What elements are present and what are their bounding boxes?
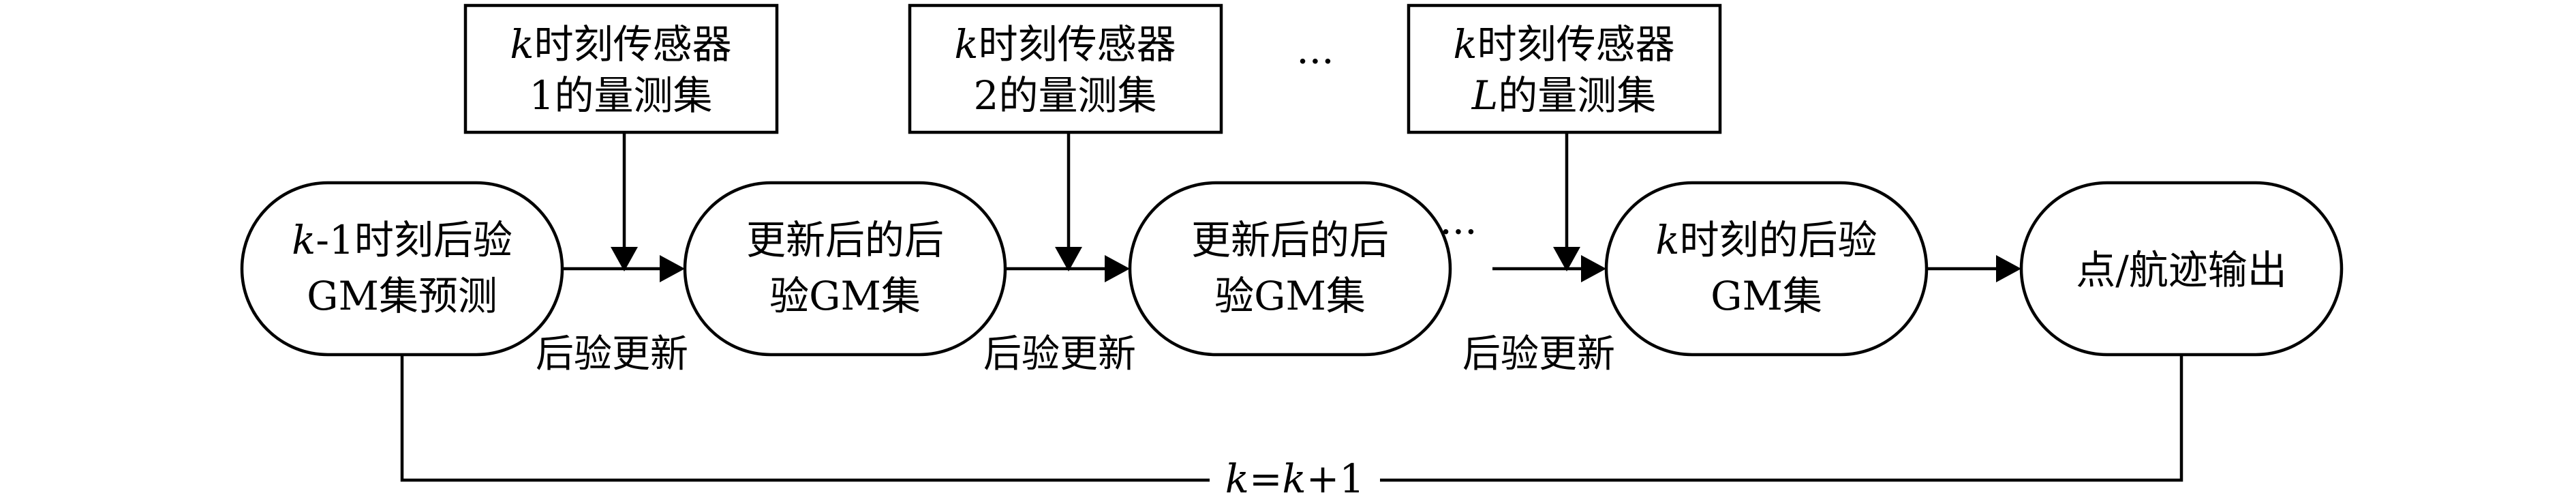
- sensor-2-title: 时刻传感器: [979, 21, 1176, 68]
- feedback-loop: [400, 355, 2183, 482]
- updated-2-line2: 验GM集: [1214, 273, 1366, 319]
- posterior-line1: 时刻的后验: [1680, 217, 1877, 263]
- sensor-1-title: 时刻传感器: [534, 21, 732, 68]
- prediction-time-var: k: [292, 217, 316, 263]
- sensor-2-subtitle: 2的量测集: [974, 72, 1157, 119]
- feedback-label: k=k+1: [1225, 456, 1364, 502]
- updated-1-line1: 更新后的后: [746, 217, 944, 263]
- sensor-arrow-L: [1553, 132, 1580, 271]
- sensor-1-time-var: k: [510, 21, 534, 68]
- svg-text:k时刻传感器: k时刻传感器: [1453, 21, 1674, 68]
- node-posterior: k时刻的后验 GM集: [1604, 181, 1929, 357]
- feedback-rhs-rest: +1: [1306, 456, 1365, 502]
- sensor-L-subtitle: 的量测集: [1498, 72, 1656, 119]
- sensor-L-time-var: k: [1453, 21, 1477, 68]
- svg-text:k时刻的后验: k时刻的后验: [1655, 217, 1877, 263]
- sensor-arrow-1: [611, 132, 638, 271]
- node-output: 点/航迹输出: [2019, 181, 2344, 357]
- flow-arrow-2: [1005, 255, 1130, 282]
- sensor-box-2: k时刻传感器 2的量测集: [908, 3, 1223, 134]
- prediction-line2: GM集预测: [307, 273, 497, 319]
- chain-ellipsis: ···: [1439, 209, 1477, 255]
- node-prediction: k-1时刻后验 GM集预测: [240, 181, 564, 357]
- svg-text:k时刻传感器: k时刻传感器: [510, 21, 731, 68]
- feedback-rhs-var: k: [1283, 456, 1306, 502]
- svg-text:L的量测集: L的量测集: [1471, 72, 1657, 119]
- feedback-eq: =: [1249, 456, 1283, 502]
- feedback-lhs: k: [1225, 456, 1249, 502]
- updated-1-line2: 验GM集: [769, 273, 921, 319]
- edge-label-update-1: 后验更新: [536, 332, 688, 376]
- updated-2-line1: 更新后的后: [1191, 217, 1389, 263]
- sensor-L-title: 时刻传感器: [1477, 21, 1675, 68]
- svg-text:k时刻传感器: k时刻传感器: [954, 21, 1176, 68]
- posterior-time-var: k: [1655, 217, 1679, 263]
- sensor-box-L: k时刻传感器 L的量测集: [1407, 3, 1722, 134]
- edge-label-update-3: 后验更新: [1462, 332, 1615, 376]
- sensor-L-index-var: L: [1471, 72, 1499, 119]
- flow-arrow-4: [1927, 255, 2021, 282]
- node-updated-1: 更新后的后 验GM集: [683, 181, 1007, 357]
- svg-text:k-1时刻后验: k-1时刻后验: [292, 217, 512, 263]
- sensor-arrow-2: [1055, 132, 1082, 271]
- sensor-2-time-var: k: [954, 21, 978, 68]
- sensor-box-1: k时刻传感器 1的量测集: [463, 3, 779, 134]
- posterior-line2: GM集: [1711, 273, 1822, 319]
- sensor-1-subtitle: 1的量测集: [530, 72, 713, 119]
- prediction-line1: -1时刻后验: [316, 217, 512, 263]
- node-updated-2: 更新后的后 验GM集: [1128, 181, 1452, 357]
- output-label: 点/航迹输出: [2076, 247, 2287, 293]
- sensor-ellipsis: ···: [1296, 38, 1334, 85]
- edge-label-update-2: 后验更新: [983, 332, 1136, 376]
- flow-arrow-3: [1492, 255, 1606, 282]
- flow-arrow-1: [562, 255, 685, 282]
